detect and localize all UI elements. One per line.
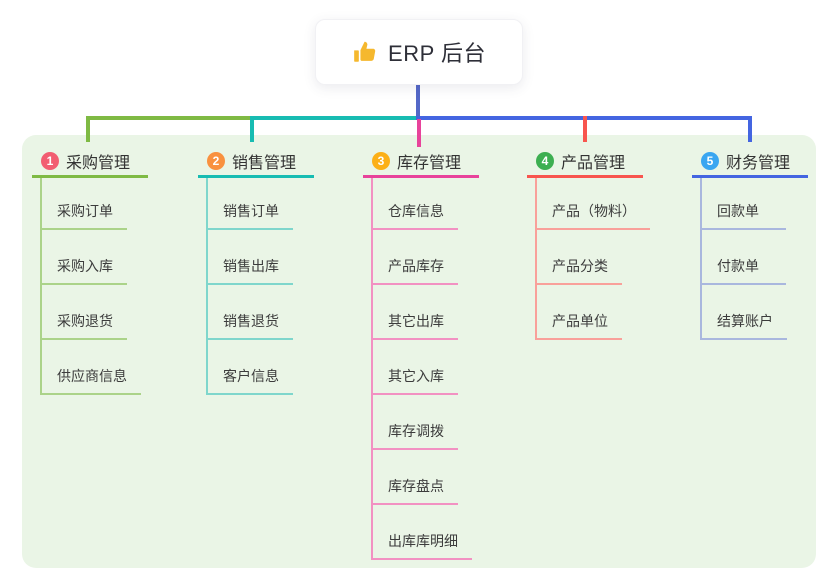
mindmap-child-node[interactable]: 仓库信息 — [373, 178, 458, 230]
branch-purchase-management: 1 采购管理 采购订单 采购入库 采购退货 供应商信息 — [32, 146, 148, 395]
branch-children: 仓库信息 产品库存 其它出库 其它入库 库存调拨 库存盘点 出库库明细 — [371, 178, 479, 560]
branch-number-badge: 4 — [536, 151, 554, 170]
branch-title-label: 销售管理 — [232, 154, 297, 172]
branch-title-label: 库存管理 — [397, 154, 462, 172]
mindmap-child-node[interactable]: 产品分类 — [537, 230, 622, 285]
mindmap-child-node[interactable]: 产品库存 — [373, 230, 458, 285]
branch-title-node[interactable]: 1 采购管理 — [32, 146, 148, 178]
branch-title-label: 财务管理 — [726, 154, 791, 172]
mindmap-child-node[interactable]: 销售退货 — [208, 285, 293, 340]
branch-number-badge: 3 — [372, 151, 390, 170]
branch-number-badge: 1 — [41, 151, 59, 170]
branch-title-node[interactable]: 4 产品管理 — [527, 146, 643, 178]
branch-children: 销售订单 销售出库 销售退货 客户信息 — [206, 178, 314, 395]
connector-branch2-drop — [250, 116, 254, 142]
mindmap-child-node[interactable]: 库存调拨 — [373, 395, 458, 450]
mindmap-child-node[interactable]: 客户信息 — [208, 340, 293, 395]
thumbs-up-icon — [354, 41, 376, 62]
connector-root-drop — [416, 85, 420, 119]
branch-children: 回款单 付款单 结算账户 — [700, 178, 808, 340]
branch-number-badge: 5 — [701, 151, 719, 170]
mindmap-child-node[interactable]: 销售出库 — [208, 230, 293, 285]
connector-branch2-horizontal — [250, 116, 420, 120]
branch-finance-management: 5 财务管理 回款单 付款单 结算账户 — [692, 146, 808, 340]
mindmap-child-node[interactable]: 采购订单 — [42, 178, 127, 230]
mindmap-canvas-panel — [22, 135, 816, 568]
branch-title-node[interactable]: 3 库存管理 — [363, 146, 479, 178]
branch-title-label: 采购管理 — [66, 154, 131, 172]
mindmap-child-node[interactable]: 其它入库 — [373, 340, 458, 395]
branch-title-node[interactable]: 5 财务管理 — [692, 146, 808, 178]
mindmap-child-node[interactable]: 回款单 — [702, 178, 786, 230]
connector-branch1-drop — [86, 116, 90, 142]
connector-branch4-drop — [583, 116, 587, 142]
mindmap-child-node[interactable]: 库存盘点 — [373, 450, 458, 505]
mindmap-child-node[interactable]: 采购退货 — [42, 285, 127, 340]
branch-children: 采购订单 采购入库 采购退货 供应商信息 — [40, 178, 148, 395]
mindmap-child-node[interactable]: 产品（物料） — [537, 178, 650, 230]
root-node-label: ERP 后台 — [388, 41, 486, 66]
branch-sales-management: 2 销售管理 销售订单 销售出库 销售退货 客户信息 — [198, 146, 314, 395]
branch-title-label: 产品管理 — [561, 154, 626, 172]
mindmap-child-node[interactable]: 其它出库 — [373, 285, 458, 340]
connector-branch1-horizontal — [86, 116, 252, 120]
mindmap-child-node[interactable]: 供应商信息 — [42, 340, 141, 395]
mindmap-child-node[interactable]: 销售订单 — [208, 178, 293, 230]
mindmap-child-node[interactable]: 付款单 — [702, 230, 786, 285]
mindmap-child-node[interactable]: 结算账户 — [702, 285, 787, 340]
mindmap-child-node[interactable]: 产品单位 — [537, 285, 622, 340]
branch-title-node[interactable]: 2 销售管理 — [198, 146, 314, 178]
branch-inventory-management: 3 库存管理 仓库信息 产品库存 其它出库 其它入库 库存调拨 库存盘点 出库库… — [363, 146, 479, 560]
mindmap-root-node[interactable]: ERP 后台 — [315, 19, 523, 85]
connector-branch5-drop — [748, 116, 752, 142]
branch-product-management: 4 产品管理 产品（物料） 产品分类 产品单位 — [527, 146, 650, 340]
connector-branch3-drop — [417, 119, 421, 147]
branch-number-badge: 2 — [207, 151, 225, 170]
mindmap-child-node[interactable]: 出库库明细 — [373, 505, 472, 560]
branch-children: 产品（物料） 产品分类 产品单位 — [535, 178, 650, 340]
mindmap-child-node[interactable]: 采购入库 — [42, 230, 127, 285]
